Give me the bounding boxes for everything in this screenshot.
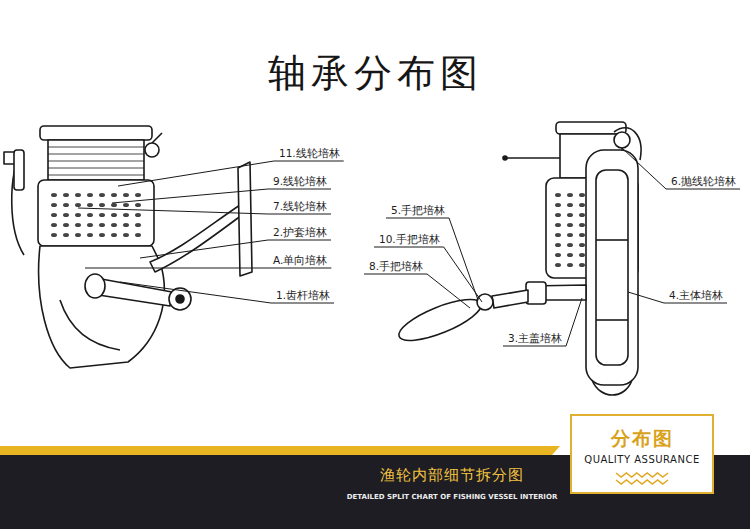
reel-front-view <box>586 150 638 385</box>
wave-line <box>616 480 668 484</box>
leader-line <box>444 247 482 302</box>
label-underline <box>666 189 740 190</box>
leader-line <box>118 161 274 186</box>
callout-label: 11.线轮培林 <box>278 147 341 160</box>
reel-front-view <box>492 290 528 308</box>
label-underline <box>374 247 444 248</box>
reel-front-view <box>596 319 628 321</box>
reel-front-view <box>503 156 507 160</box>
wave-symbol <box>612 470 672 486</box>
label-underline <box>364 274 427 275</box>
leader-lines <box>78 148 740 346</box>
reel-front-view <box>394 291 485 348</box>
leader-line <box>120 282 271 303</box>
reel-side-view <box>238 162 252 276</box>
leader-line <box>427 274 470 308</box>
reel-front-view <box>596 170 628 365</box>
callout-label: 2.护套培林 <box>272 226 328 239</box>
callout-label: 9.线轮培林 <box>272 175 328 188</box>
leader-line <box>85 268 268 269</box>
reel-side-view <box>150 205 246 272</box>
leader-line <box>622 148 666 189</box>
badge-subtitle: QUALITY ASSURANCE <box>580 453 704 467</box>
leader-line <box>112 189 268 203</box>
reel-side-view <box>48 154 144 155</box>
badge-box: 分布图 QUALITY ASSURANCE <box>570 414 714 494</box>
reel-side-view <box>152 133 162 143</box>
label-underline <box>503 346 566 347</box>
band-subtitle: DETAILED SPLIT CHART OF FISHING VESSEL I… <box>252 493 652 502</box>
leader-line <box>140 240 268 258</box>
diagram-title: 轴承分布图 <box>0 50 750 96</box>
label-underline <box>268 240 331 241</box>
label-underline <box>386 218 449 219</box>
reel-front-view <box>477 294 493 310</box>
reel-front-view <box>394 122 641 395</box>
leader-line <box>449 218 478 300</box>
reel-side-view <box>38 180 154 246</box>
label-underline <box>268 189 331 190</box>
reel-front-view <box>596 239 628 241</box>
label-underline <box>271 303 334 304</box>
leader-line <box>566 298 582 346</box>
reel-front-view <box>552 188 586 268</box>
reel-side-view <box>60 300 120 350</box>
reel-side-view <box>48 168 144 169</box>
reel-side-view <box>145 143 159 157</box>
reel-side-view <box>50 190 145 240</box>
badge-title: 分布图 <box>580 426 704 450</box>
label-underline <box>664 303 727 304</box>
callout-label: 8.手把培林 <box>368 260 424 273</box>
reel-side-view <box>40 126 152 140</box>
reel-side-view <box>39 246 165 368</box>
reel-front-view <box>592 380 632 395</box>
reel-side-view <box>85 274 105 298</box>
reel-side-view <box>48 161 144 162</box>
callout-label: 1.齿杆培林 <box>275 289 331 302</box>
callout-label: 5.手把培林 <box>390 204 446 217</box>
reel-side-view <box>48 140 144 180</box>
label-underline <box>268 268 331 269</box>
reel-front-view <box>556 122 626 134</box>
callout-label: 4.主体培林 <box>668 289 724 302</box>
reel-front-view <box>614 132 630 148</box>
leader-line <box>78 208 268 214</box>
callout-label: 7.线轮培林 <box>272 200 328 213</box>
reel-side-view <box>48 147 144 148</box>
callout-label: 6.抛线轮培林 <box>670 175 737 188</box>
reel-side-view <box>12 150 24 255</box>
reel-side-view <box>48 147 144 175</box>
reel-side-view <box>176 295 184 303</box>
reel-front-view <box>526 282 546 304</box>
callout-label: 3.主盖培林 <box>507 332 563 345</box>
reel-side-view <box>48 175 144 176</box>
label-underline <box>274 161 344 162</box>
label-underline <box>268 214 331 215</box>
wave-line <box>616 473 668 477</box>
leader-line <box>628 292 664 303</box>
reel-side-view <box>14 150 24 190</box>
callout-label: A.单向培林 <box>272 254 328 267</box>
accent-stripe <box>0 446 560 455</box>
callout-label: 10.手把培林 <box>378 233 441 246</box>
